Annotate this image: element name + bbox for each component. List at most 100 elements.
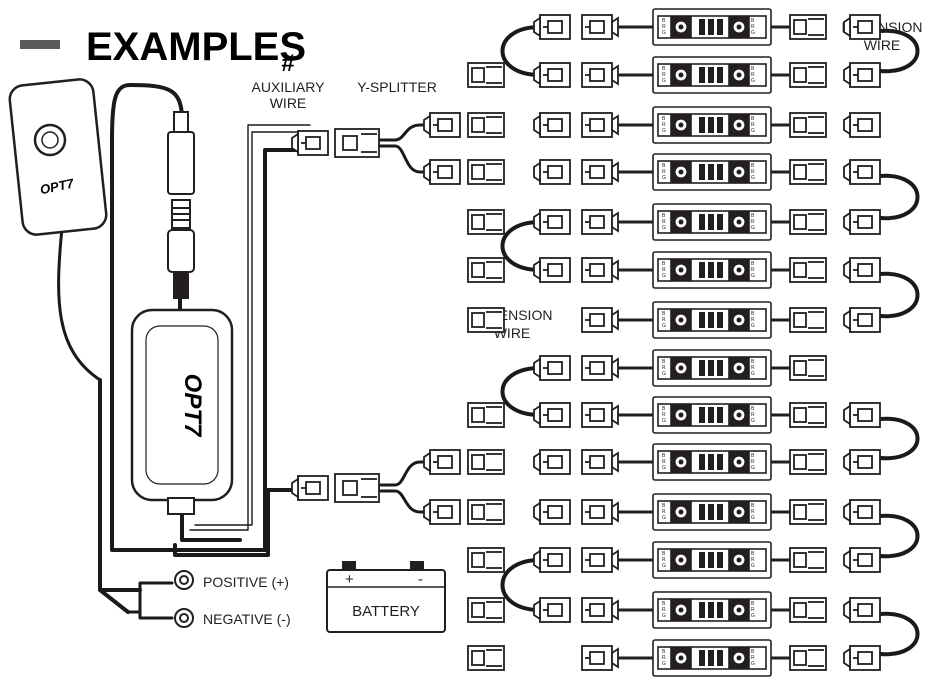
- extension-loop-left-2: [500, 220, 542, 272]
- module-plug-right-1: [789, 14, 827, 40]
- module-chip-letter: G: [751, 418, 755, 424]
- extension-loop-right-3: [878, 271, 920, 319]
- left-plug-14: [467, 645, 505, 671]
- module-chip-letter: G: [751, 78, 755, 84]
- controller-brand: OPT7: [39, 175, 76, 197]
- module-chip-letter: G: [662, 175, 666, 181]
- extension-connector-8: [843, 402, 881, 428]
- module-chip-letter: G: [662, 515, 666, 521]
- module-plug-right-9: [789, 402, 827, 428]
- extension-connector-12: [843, 597, 881, 623]
- main-input-connector-1: [291, 130, 329, 156]
- battery: [326, 561, 446, 633]
- module-chip-letter: B: [751, 163, 755, 169]
- module-chip-letter: R: [751, 24, 755, 30]
- module-chip-letter: G: [662, 465, 666, 471]
- module-chip-letter: B: [662, 503, 666, 509]
- left-plug-10: [467, 449, 505, 475]
- module-chip-letter: B: [751, 213, 755, 219]
- module-chip-letter: B: [662, 601, 666, 607]
- module-chip-letter: R: [662, 122, 666, 128]
- module-chip-letter: R: [751, 219, 755, 225]
- module-plug-right-5: [789, 209, 827, 235]
- module-chip-letter: B: [662, 453, 666, 459]
- extension-loop-right-2: [878, 173, 920, 221]
- module-chip-letter: B: [751, 406, 755, 412]
- y-splitter-label: Y-SPLITTER: [357, 79, 437, 95]
- module-chip-letter: R: [751, 169, 755, 175]
- chain-connector-3: [533, 112, 571, 138]
- module-chip-letter: R: [751, 459, 755, 465]
- module-chip-letter: R: [662, 607, 666, 613]
- y-splitter-branch-top-a: [378, 123, 432, 142]
- control-box-brand: OPT7: [179, 374, 206, 438]
- module-chip-letter: G: [751, 613, 755, 619]
- dimmer-controller: OPT7: [8, 78, 108, 236]
- module-chip-letter: G: [751, 323, 755, 329]
- extension-connector-10: [843, 499, 881, 525]
- chain-connector-5: [533, 209, 571, 235]
- extension-loop-right-5: [878, 513, 920, 559]
- module-chip-letter: R: [751, 267, 755, 273]
- module-connector-left-9: [581, 402, 619, 428]
- module-chip-letter: B: [662, 649, 666, 655]
- chain-connector-12: [533, 597, 571, 623]
- splitter-output-connector-1: [423, 112, 461, 138]
- splitter-output-connector-2: [423, 159, 461, 185]
- extension-connector-1: [843, 14, 881, 40]
- extension-loop-right-1: [878, 28, 920, 74]
- left-plug-11: [467, 499, 505, 525]
- module-chip-letter: R: [662, 655, 666, 661]
- title-accent-bar: [20, 40, 60, 49]
- main-input-connector-2: [291, 475, 329, 501]
- module-chip-letter: G: [751, 661, 755, 667]
- page-title: EXAMPLES: [86, 25, 306, 69]
- chain-connector-4: [533, 159, 571, 185]
- module-chip-letter: G: [662, 661, 666, 667]
- module-chip-letter: R: [751, 72, 755, 78]
- module-connector-left-3: [581, 112, 619, 138]
- module-connector-left-6: [581, 257, 619, 283]
- positive-lead: [126, 581, 174, 614]
- module-connector-left-14: [581, 645, 619, 671]
- module-chip-letter: G: [751, 515, 755, 521]
- left-plug-2: [467, 62, 505, 88]
- module-chip-letter: G: [751, 371, 755, 377]
- auxiliary-wire-2: [194, 131, 301, 526]
- module-chip-letter: G: [751, 175, 755, 181]
- module-chip-letter: B: [662, 359, 666, 365]
- module-connector-left-1: [581, 14, 619, 40]
- module-chip-letter: R: [662, 219, 666, 225]
- battery-label: BATTERY: [352, 603, 420, 620]
- left-plug-6: [467, 257, 505, 283]
- module-chip-letter: R: [662, 459, 666, 465]
- chain-connector-2: [533, 62, 571, 88]
- wire-layer: [57, 83, 432, 620]
- left-plug-7: [467, 307, 505, 333]
- battery-minus: -: [418, 571, 423, 588]
- module-chip-letter: B: [662, 213, 666, 219]
- negative-lead: [126, 610, 174, 620]
- extension-connector-9: [843, 449, 881, 475]
- module-chip-letter: G: [751, 128, 755, 134]
- module-chip-letter: R: [751, 607, 755, 613]
- module-plug-right-11: [789, 499, 827, 525]
- module-chip-letter: B: [751, 116, 755, 122]
- extension-wire-top-label-2: WIRE: [864, 37, 901, 53]
- module-chip-letter: B: [662, 551, 666, 557]
- auxiliary-wire: [189, 124, 311, 531]
- module-plug-right-10: [789, 449, 827, 475]
- module-chip-letter: B: [751, 503, 755, 509]
- auxiliary-wire-label-1: AUXILIARY: [252, 79, 326, 95]
- extension-connector-7: [843, 307, 881, 333]
- y-splitter-branch-top-b: [378, 144, 432, 174]
- module-chip-letter: G: [751, 30, 755, 36]
